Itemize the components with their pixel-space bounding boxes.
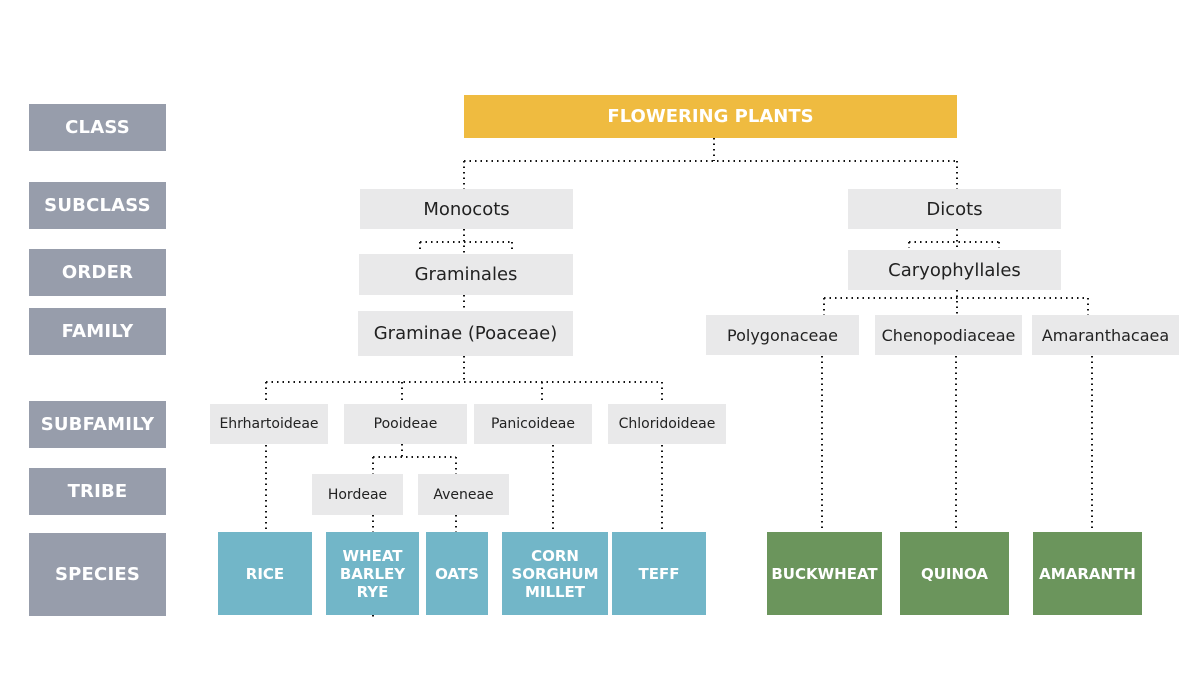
- rank-tribe: TRIBE: [29, 468, 166, 515]
- species-name: TEFF: [638, 564, 680, 583]
- node-chloridoideae: Chloridoideae: [608, 404, 726, 444]
- node-pooideae: Pooideae: [344, 404, 467, 444]
- species-wheat-barley-rye: WHEAT BARLEY RYE: [326, 532, 419, 615]
- rank-subclass: SUBCLASS: [29, 182, 166, 229]
- species-name: MILLET: [524, 582, 586, 601]
- rank-class: CLASS: [29, 104, 166, 151]
- species-name: BARLEY: [339, 564, 406, 583]
- node-monocots: Monocots: [360, 189, 573, 229]
- rank-subfamily: SUBFAMILY: [29, 401, 166, 448]
- node-flowering-plants: FLOWERING PLANTS: [464, 95, 957, 138]
- species-buckwheat: BUCKWHEAT: [767, 532, 882, 615]
- species-name: QUINOA: [920, 564, 989, 583]
- species-corn-sorghum-millet: CORN SORGHUM MILLET: [502, 532, 608, 615]
- node-hordeae: Hordeae: [312, 474, 403, 515]
- node-caryophyllales: Caryophyllales: [848, 250, 1061, 290]
- node-ehrhartoideae: Ehrhartoideae: [210, 404, 328, 444]
- rank-species: SPECIES: [29, 533, 166, 616]
- node-chenopodiaceae: Chenopodiaceae: [875, 315, 1022, 355]
- species-name: AMARANTH: [1039, 564, 1136, 583]
- species-amaranth: AMARANTH: [1033, 532, 1142, 615]
- species-name: RYE: [356, 582, 389, 601]
- species-name: SORGHUM: [511, 564, 599, 583]
- node-graminales: Graminales: [359, 254, 573, 295]
- species-quinoa: QUINOA: [900, 532, 1009, 615]
- species-name: RICE: [245, 564, 285, 583]
- species-teff: TEFF: [612, 532, 706, 615]
- species-name: BUCKWHEAT: [771, 564, 878, 583]
- species-oats: OATS: [426, 532, 488, 615]
- species-rice: RICE: [218, 532, 312, 615]
- node-polygonaceae: Polygonaceae: [706, 315, 859, 355]
- species-name: OATS: [435, 564, 479, 583]
- node-amaranthacaea: Amaranthacaea: [1032, 315, 1179, 355]
- rank-order: ORDER: [29, 249, 166, 296]
- node-graminae: Graminae (Poaceae): [358, 311, 573, 356]
- node-dicots: Dicots: [848, 189, 1061, 229]
- rank-family: FAMILY: [29, 308, 166, 355]
- species-name: WHEAT: [342, 546, 403, 565]
- node-panicoideae: Panicoideae: [474, 404, 592, 444]
- species-name: CORN: [531, 546, 579, 565]
- node-aveneae: Aveneae: [418, 474, 509, 515]
